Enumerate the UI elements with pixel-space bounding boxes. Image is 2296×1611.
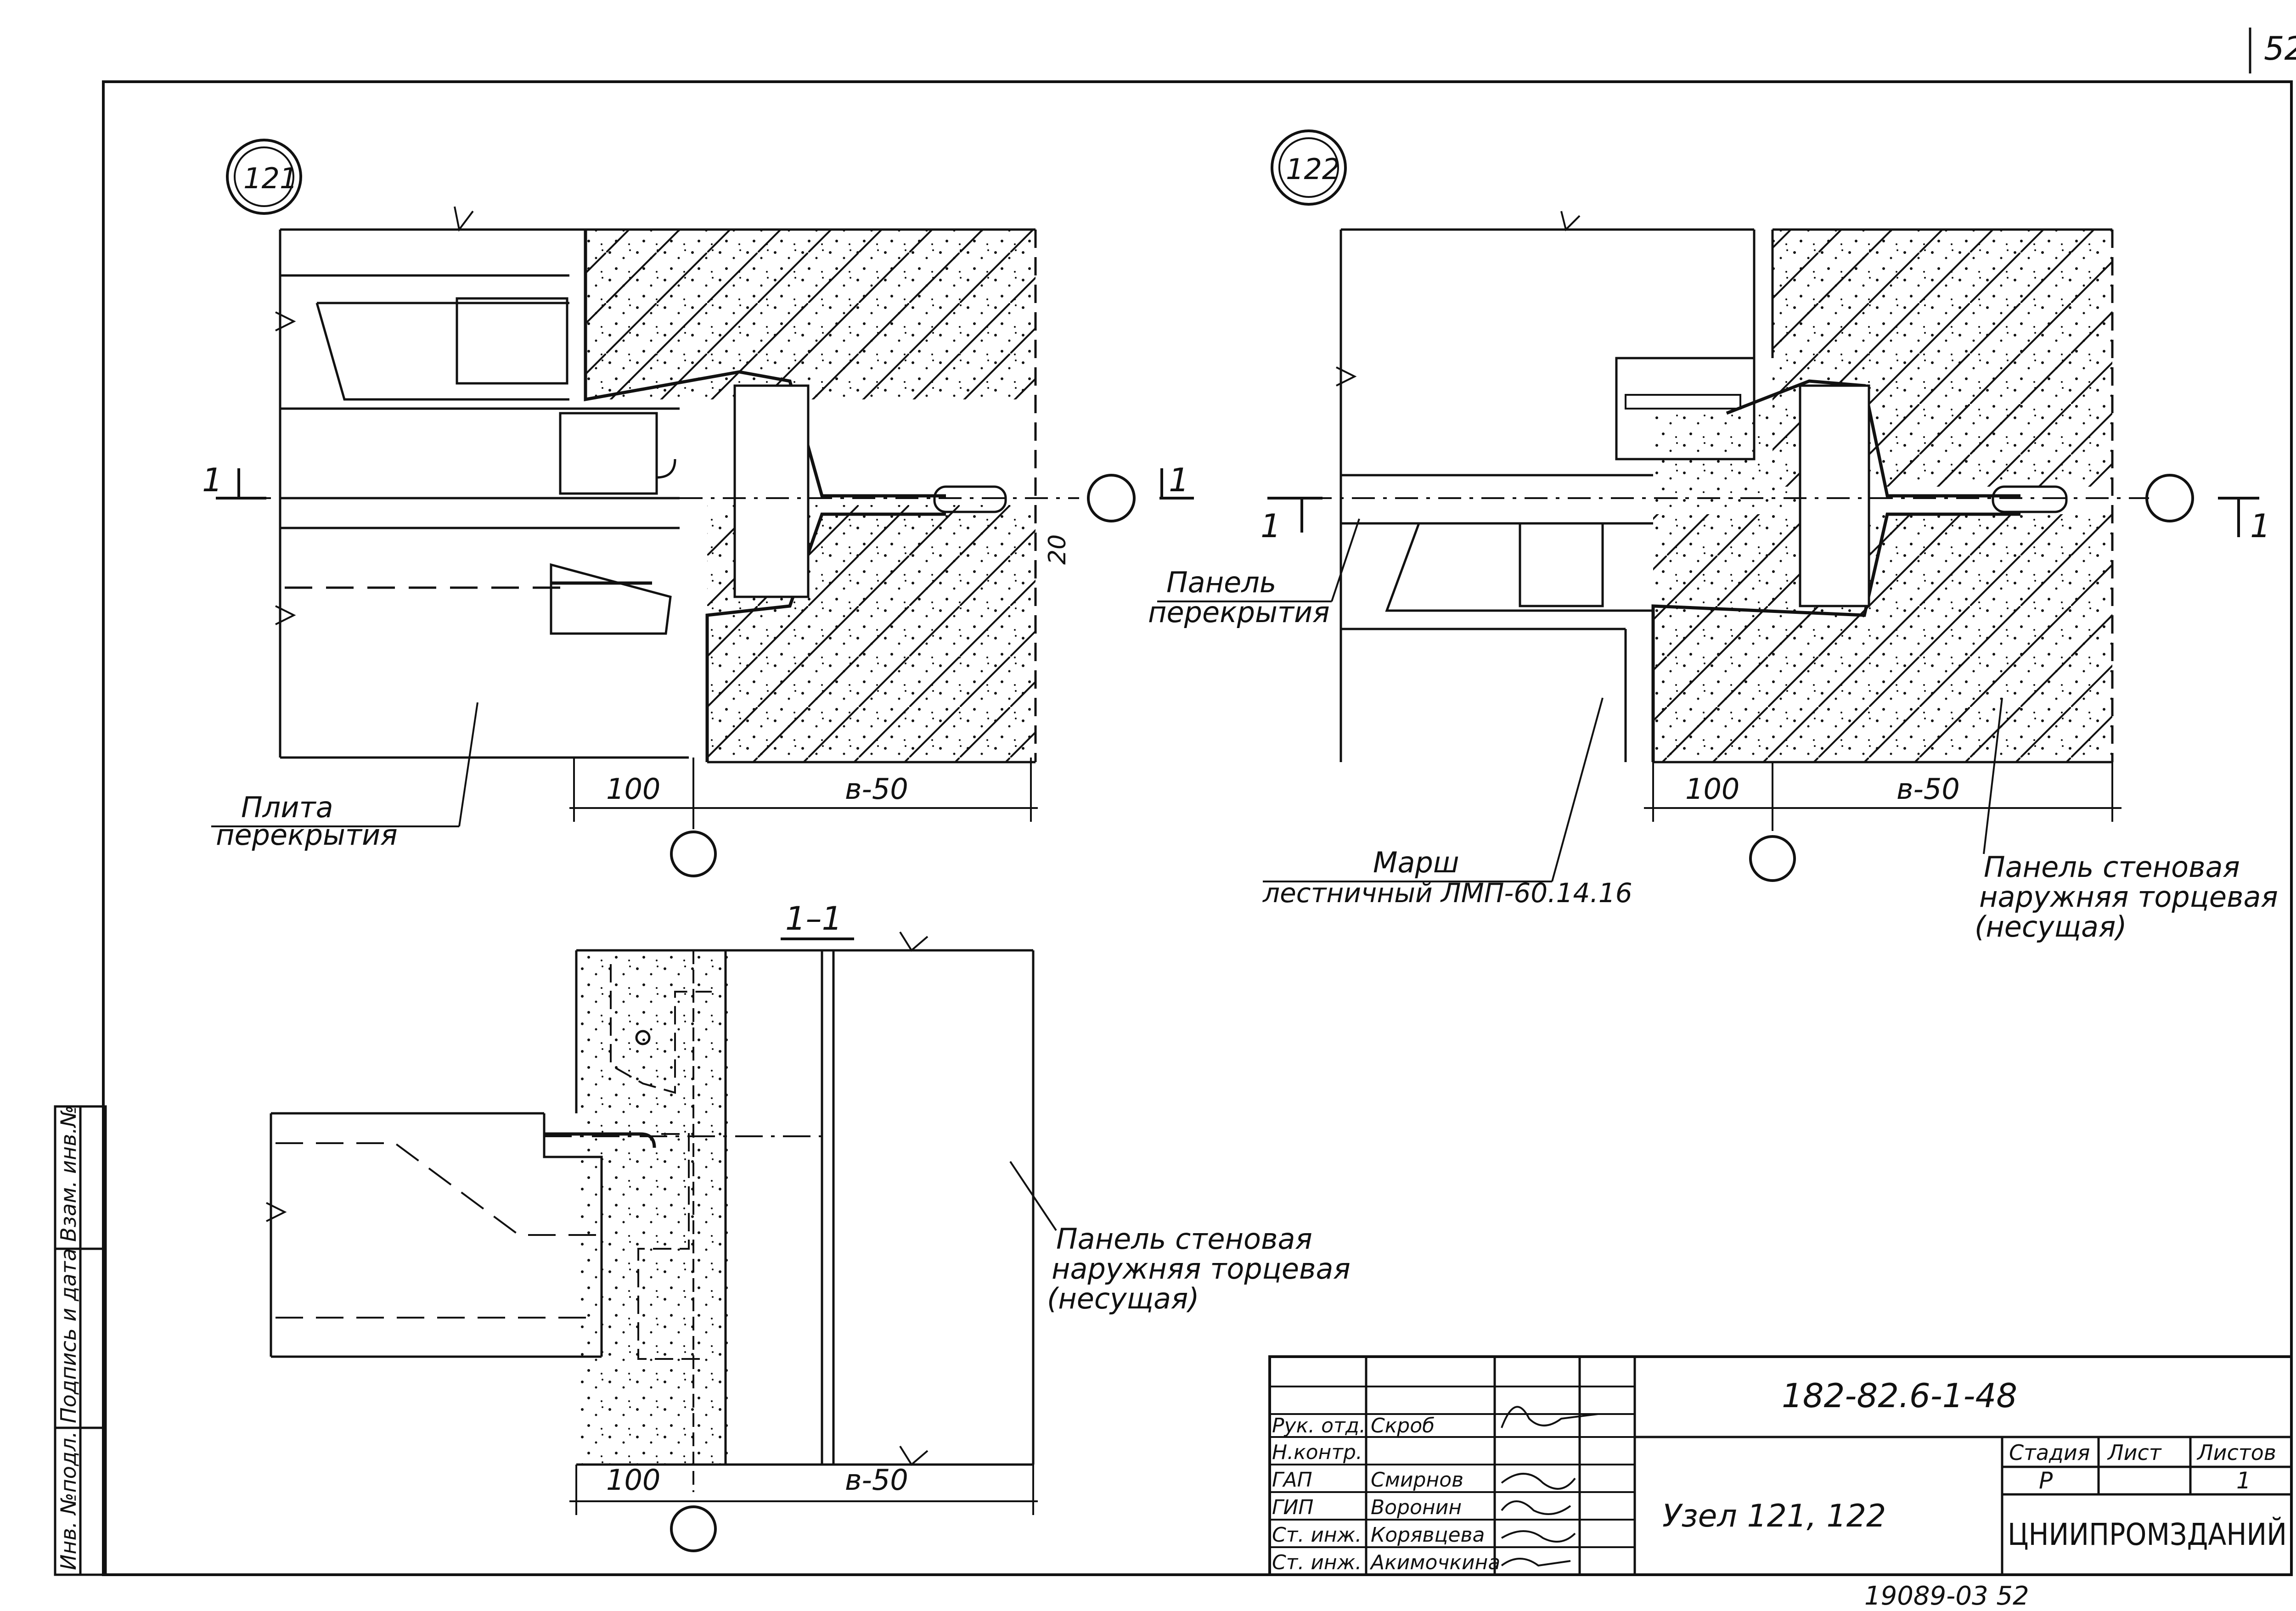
floor-slab-121 [275,206,689,759]
svg-text:100: 100 [1685,772,1739,806]
dimension-121: 100 в-50 [569,758,1038,877]
wall-panel-121 [584,228,1037,763]
svg-text:лестничный ЛМП-60.14.16: лестничный ЛМП-60.14.16 [1262,877,1632,909]
svg-text:Скроб: Скроб [1371,1414,1435,1437]
svg-text:Инв. №подл.: Инв. №подл. [56,1431,81,1570]
floor-panel-label: Панель перекрытия [1148,518,1360,629]
detail-121: 121 [202,139,1194,877]
svg-text:Н.контр.: Н.контр. [1272,1441,1362,1464]
section-1-1: 1–1 100 в-50 Панель стеновая [266,900,1351,1552]
floor-panel-122 [1336,211,1754,762]
wall-panel-122 [1615,228,2114,763]
svg-text:перекрытия: перекрытия [216,818,398,852]
svg-text:Рук. отд.: Рук. отд. [1272,1414,1366,1437]
svg-text:Акимочкина: Акимочкина [1369,1551,1500,1574]
svg-text:Панель: Панель [1166,566,1276,599]
svg-text:Корявцева: Корявцева [1371,1523,1485,1547]
wall-panel-122-label: Панель стеновая наружняя торцевая (несущ… [1975,697,2278,943]
title-block: Рук. отд. Н.контр. ГАП ГИП Ст. инж. Ст. … [1268,1355,2293,1576]
wall-panel-section-label: Панель стеновая наружняя торцевая (несущ… [1009,1161,1351,1315]
svg-text:Панель стеновая: Панель стеновая [1056,1222,1312,1256]
section-label: 1–1 [785,900,842,937]
svg-text:Воронин: Воронин [1371,1496,1462,1519]
bottom-code: 19089-03 52 [1864,1581,2029,1611]
svg-text:Плита: Плита [241,791,333,824]
svg-text:Ст. инж.: Ст. инж. [1272,1551,1362,1574]
svg-text:в-50: в-50 [845,1463,908,1497]
svg-text:наружняя торцевая: наружняя торцевая [1052,1252,1351,1285]
svg-text:Смирнов: Смирнов [1371,1468,1463,1492]
dimension-122: 100 в-50 [1644,762,2122,882]
section-mark-122: 1 1 [1261,497,2271,545]
svg-text:1: 1 [1261,507,1281,545]
svg-text:Лист: Лист [2107,1440,2162,1465]
svg-text:Панель стеновая: Панель стеновая [1984,850,2240,884]
svg-text:перекрытия: перекрытия [1148,595,1330,629]
svg-text:ГИП: ГИП [1272,1496,1314,1519]
svg-text:ГАП: ГАП [1272,1468,1312,1492]
drawing-title: Узел 121, 122 [1662,1498,1886,1534]
drawing-frame [102,80,2293,1576]
svg-text:в-50: в-50 [845,772,908,806]
detail-122-number: 122 [1286,152,1340,186]
svg-text:1: 1 [2250,507,2271,545]
svg-text:100: 100 [606,772,660,806]
signatures [1501,1406,1598,1567]
svg-text:Подпись и дата: Подпись и дата [56,1248,81,1423]
detail-122: 122 [1148,129,2278,943]
document-code: 182-82.6-1-48 [1782,1376,2017,1415]
svg-text:в-50: в-50 [1896,772,1960,806]
page-number: 52 [2264,30,2296,67]
svg-text:(несущая): (несущая) [1975,910,2127,943]
svg-text:1: 1 [202,461,223,499]
detail-121-number: 121 [243,162,298,195]
svg-text:Стадия: Стадия [2009,1440,2090,1465]
svg-text:Ст. инж.: Ст. инж. [1272,1523,1362,1547]
svg-text:Р: Р [2039,1467,2053,1494]
svg-text:1: 1 [1169,461,1189,499]
stair-march-label: Марш лестничный ЛМП-60.14.16 [1262,697,1632,909]
side-stamp: Инв. №подл. Подпись и дата Взам. инв.№ [54,1105,107,1576]
svg-text:Взам. инв.№: Взам. инв.№ [56,1105,81,1242]
svg-text:Марш: Марш [1373,846,1459,879]
dim-20: 20 [1044,534,1071,565]
svg-text:1: 1 [2236,1467,2251,1494]
svg-text:(несущая): (несущая) [1047,1282,1199,1315]
svg-text:100: 100 [606,1463,660,1497]
slab-label: Плита перекрытия [211,702,478,852]
svg-text:Листов: Листов [2196,1440,2276,1465]
organization: ЦНИИПРОМЗДАНИЙ [2008,1516,2287,1552]
svg-text:наружняя торцевая: наружняя торцевая [1979,880,2278,914]
section-mark-121: 1 1 [202,461,1194,500]
